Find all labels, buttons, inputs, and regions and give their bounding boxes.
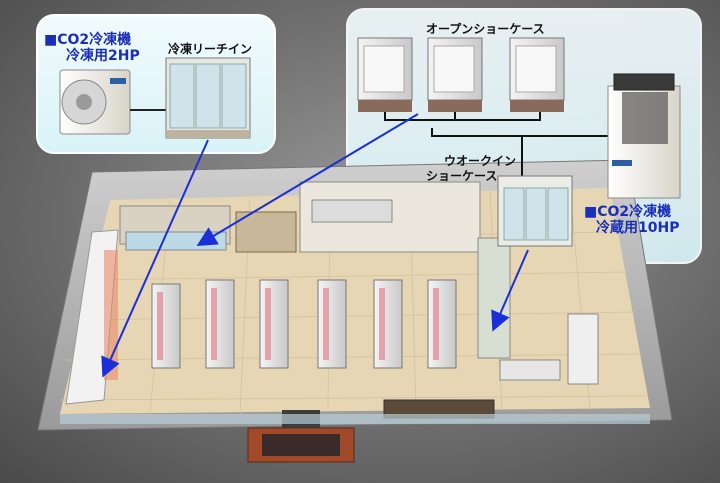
left-unit-title: ■CO2冷凍機 <box>44 32 132 48</box>
reach-in-label: 冷凍リーチイン <box>168 42 253 56</box>
left-wall-goods <box>104 250 118 380</box>
open-showcase-1 <box>357 37 413 112</box>
arrow-walkin-to-rightshelf <box>491 249 529 332</box>
open-showcase-2 <box>427 37 483 112</box>
reach-in-freezer <box>165 57 251 139</box>
right-unit-title: ■CO2冷凍機 <box>584 204 672 220</box>
right-wall-shelf <box>477 237 511 359</box>
gondola-1 <box>151 283 181 369</box>
arrow-reachin-to-leftwall <box>101 139 209 378</box>
gondola-2 <box>205 279 235 369</box>
arrow-showcase-to-backshelf <box>196 113 419 247</box>
front-window <box>60 414 650 424</box>
right-back-room <box>567 313 599 385</box>
connection-arrows <box>101 113 529 378</box>
right-condensing-unit <box>607 73 681 199</box>
front-counter-right <box>499 359 561 381</box>
walk-in-label-line2: ショーケース <box>426 169 498 183</box>
back-reach-in-row <box>125 231 227 251</box>
right-unit-subtitle: 冷蔵用10HP <box>596 220 680 236</box>
gondola-4 <box>317 279 347 369</box>
open-showcase-label: オープンショーケース <box>426 22 545 36</box>
gondola-6 <box>427 279 457 369</box>
left-condensing-unit <box>59 69 131 135</box>
gondola-3 <box>259 279 289 369</box>
open-showcase-3 <box>509 37 565 112</box>
open-showcases <box>357 37 565 112</box>
kitchen-counter <box>311 199 393 223</box>
walk-in-showcase <box>497 175 573 247</box>
left-unit-subtitle: 冷凍用2HP <box>66 48 140 64</box>
showcase-piping <box>384 112 610 176</box>
store-building <box>37 159 673 463</box>
gondola-aisles <box>151 279 457 369</box>
gondola-5 <box>373 279 403 369</box>
back-counter <box>235 211 297 253</box>
walk-in-label-line1: ウオークイン <box>444 154 517 168</box>
